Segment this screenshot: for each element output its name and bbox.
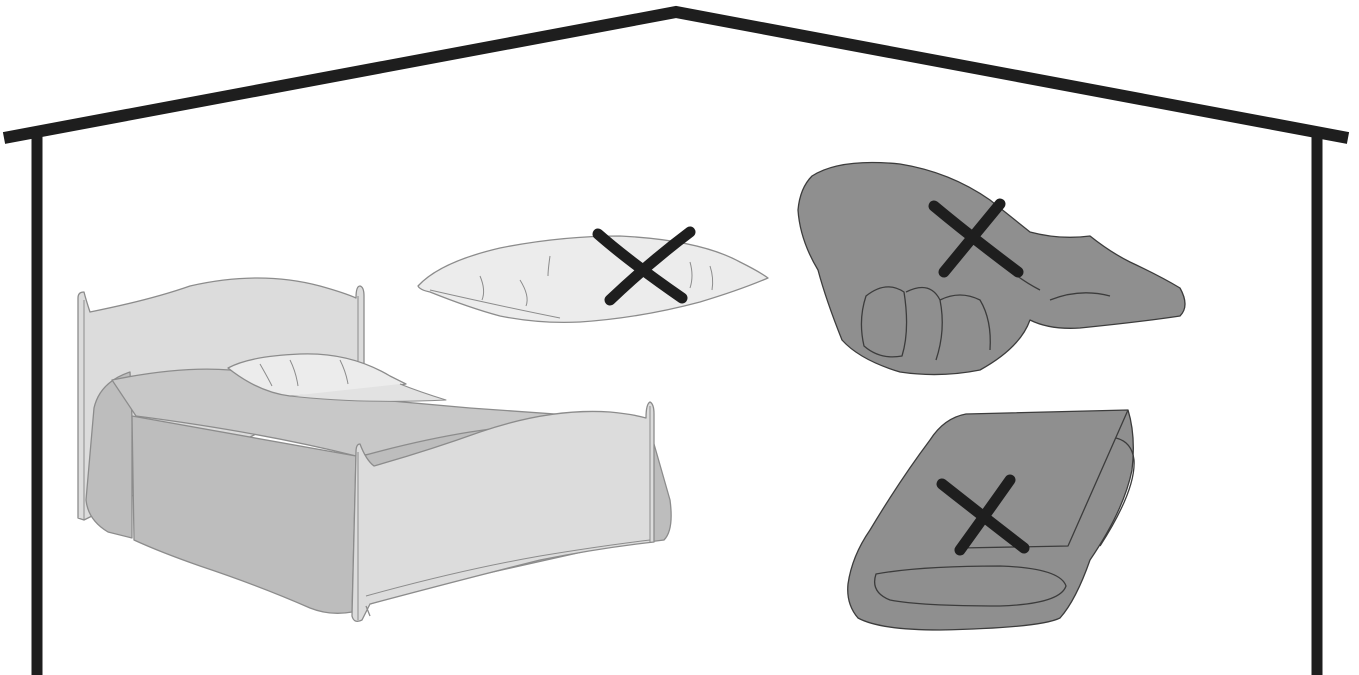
crumpled-blanket-illustration: [798, 163, 1185, 375]
crumpled-blanket-body: [798, 163, 1185, 375]
pillow-body: [418, 236, 768, 322]
house-roof: [4, 12, 1348, 138]
rolled-blanket-illustration: [848, 410, 1134, 630]
bed-illustration: [78, 278, 671, 621]
pillow-illustration: [418, 232, 768, 322]
